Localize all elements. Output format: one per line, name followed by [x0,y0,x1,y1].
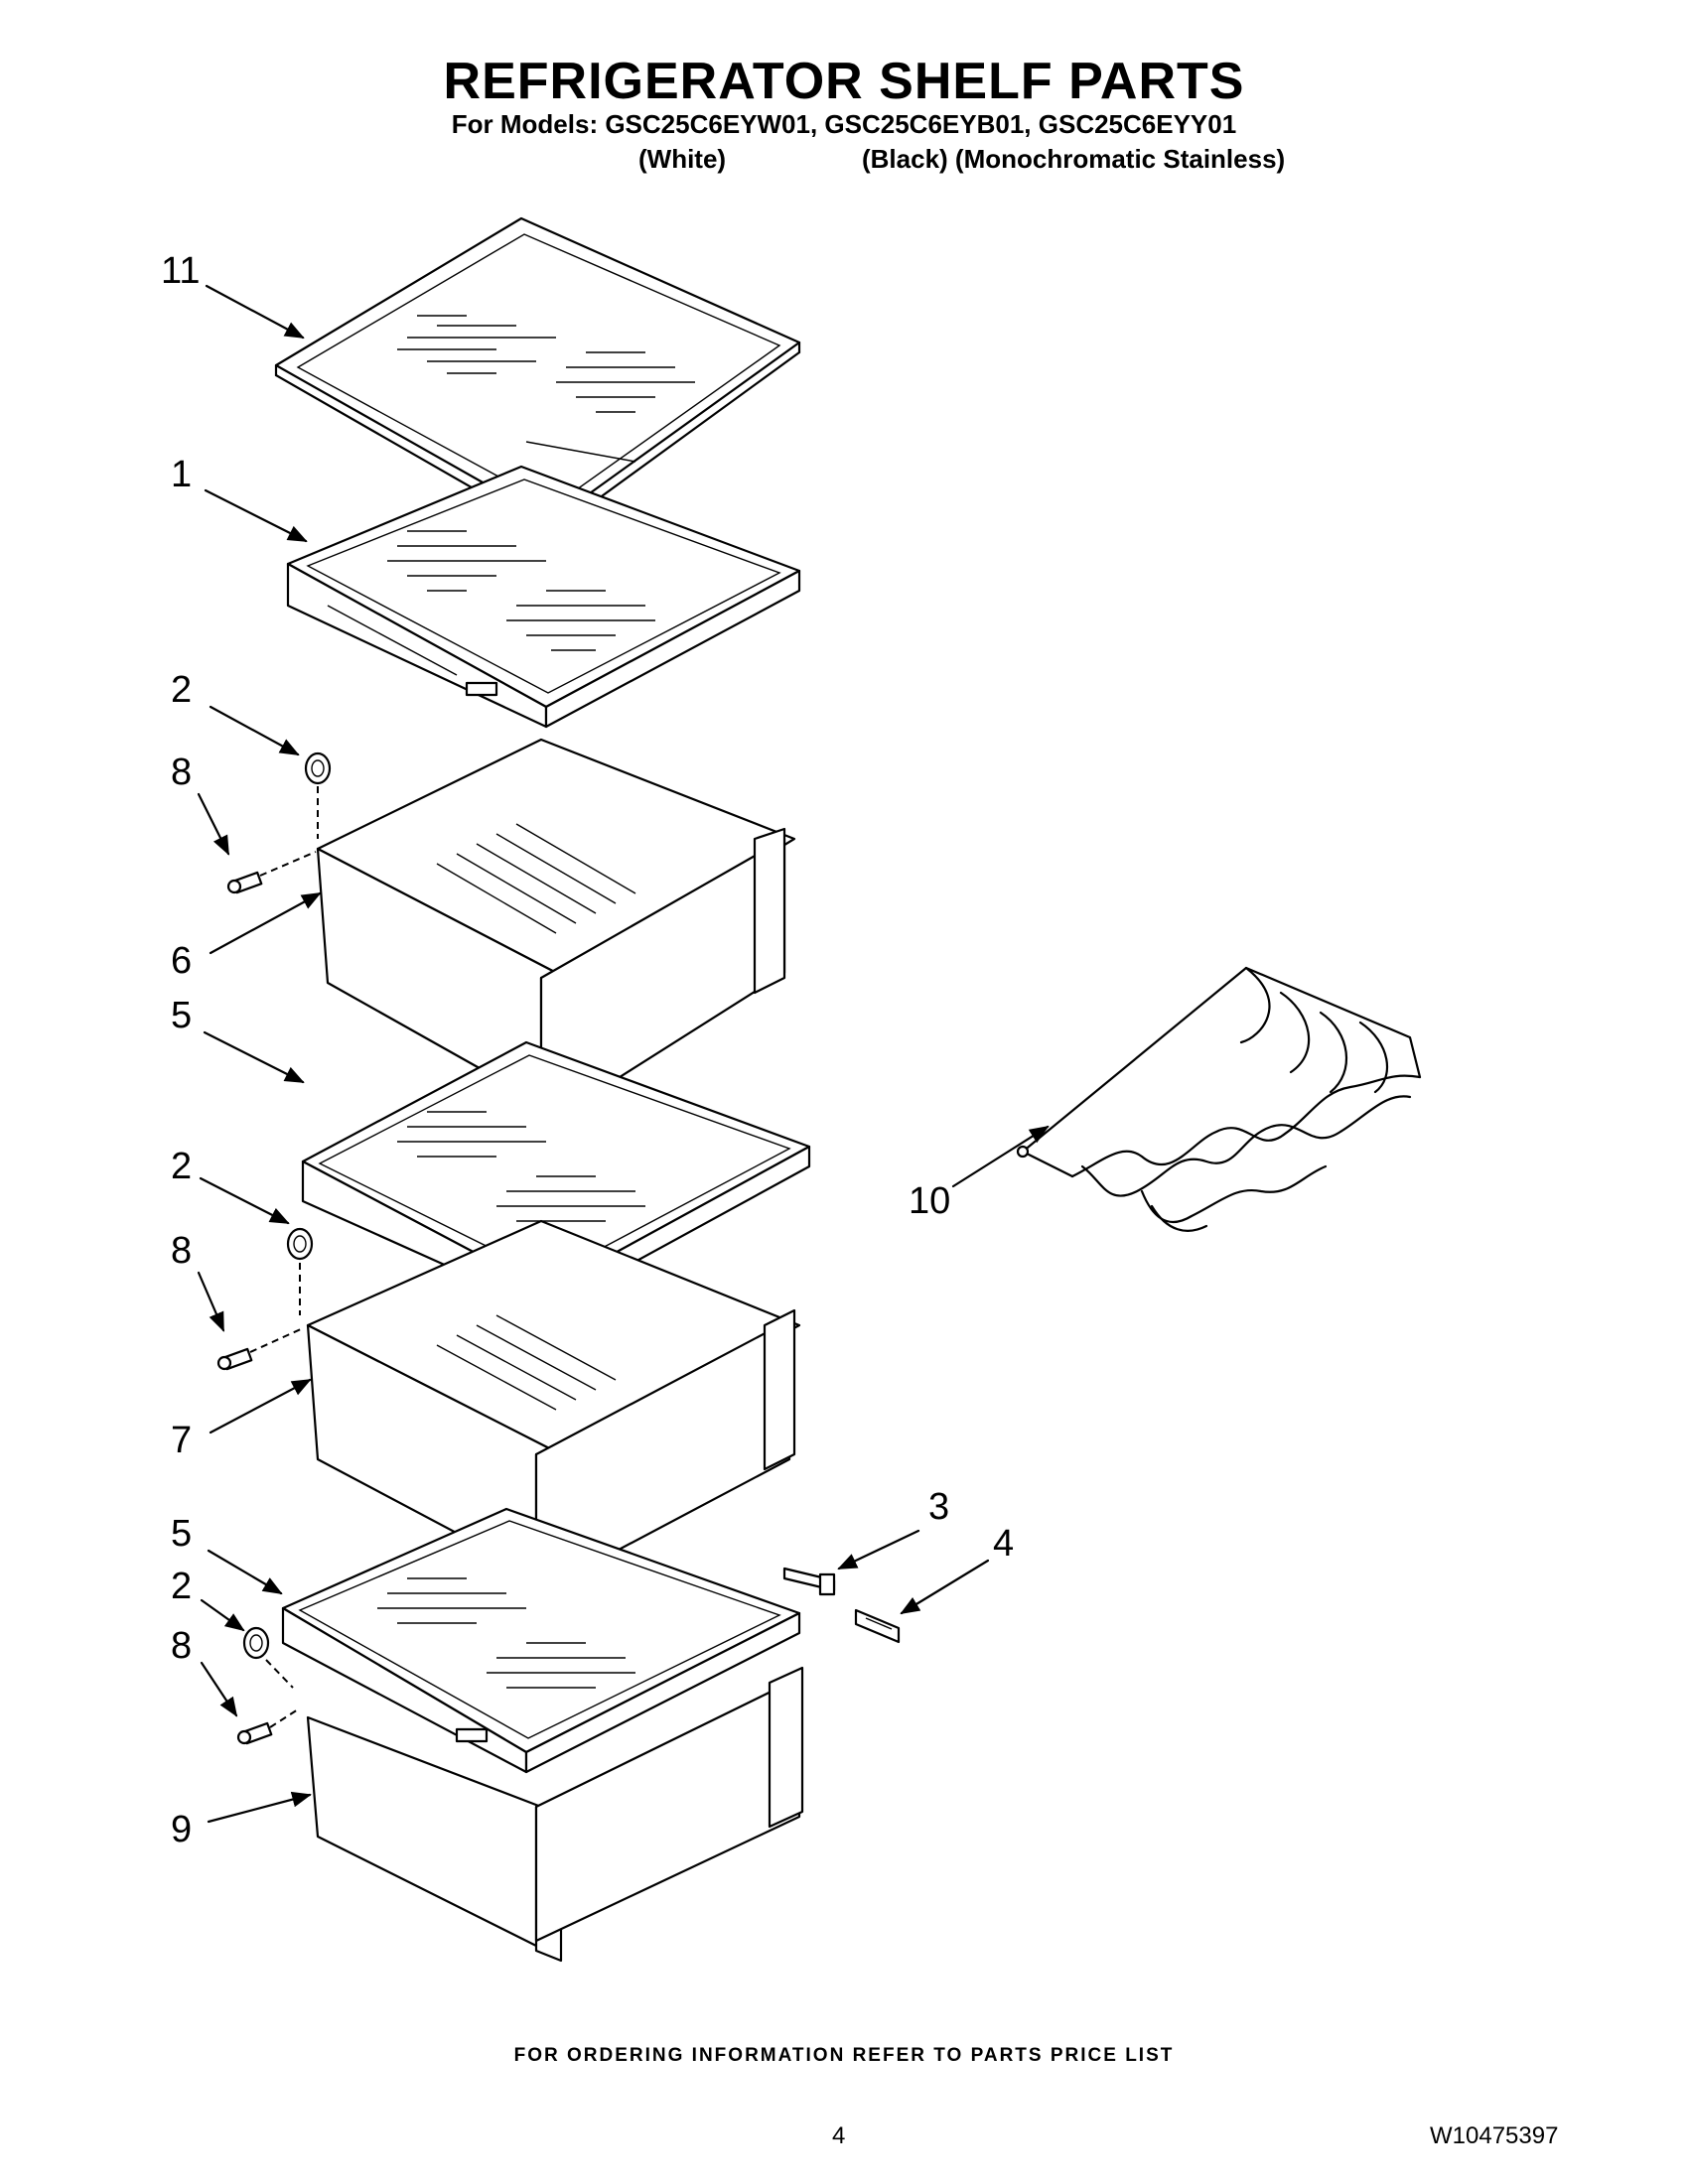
screw-upper-part [226,871,263,894]
shelf-cover-lower-part [281,1507,801,1774]
document-id: W10475397 [1430,2122,1559,2149]
roller-upper-part [304,751,332,785]
ordering-note: FOR ORDERING INFORMATION REFER TO PARTS … [513,2045,1175,2066]
shelf-part [286,465,801,729]
glass-shelf-top-part [274,216,801,535]
roller-lower-part [242,1626,270,1660]
callout-3: 3 [928,1486,949,1528]
humidity-control-part [854,1608,901,1644]
callout-9: 9 [171,1809,192,1850]
callout-8-upper: 8 [171,751,192,793]
model-list: For Models: GSC25C6EYW01, GSC25C6EYB01, … [451,109,1237,139]
pan-bottom-part [306,1666,804,1963]
screw-middle-part [216,1347,253,1371]
page-number: 4 [832,2122,846,2149]
callout-5-lower: 5 [171,1513,192,1555]
page-title: REFRIGERATOR SHELF PARTS [443,53,1245,110]
wine-rack-part [1016,966,1422,1232]
callout-8-lower: 8 [171,1625,192,1667]
slide-bracket-part [782,1567,836,1596]
variant-white-label: (White) [638,144,727,174]
screw-lower-part [236,1721,273,1745]
callout-10: 10 [909,1180,950,1222]
callout-11: 11 [161,250,200,292]
callout-1: 1 [171,454,192,495]
callout-2-lower: 2 [171,1566,192,1607]
callout-5-upper: 5 [171,995,192,1036]
callout-2-middle: 2 [171,1146,192,1187]
callout-8-middle: 8 [171,1230,192,1272]
callout-7: 7 [171,1420,192,1461]
callout-4: 4 [993,1523,1014,1565]
callout-6: 6 [171,940,192,982]
variant-black-stainless-label: (Black) (Monochromatic Stainless) [862,144,1286,174]
leader-lines [197,284,1050,1824]
roller-middle-part [286,1227,314,1261]
callout-2-upper: 2 [171,669,192,711]
